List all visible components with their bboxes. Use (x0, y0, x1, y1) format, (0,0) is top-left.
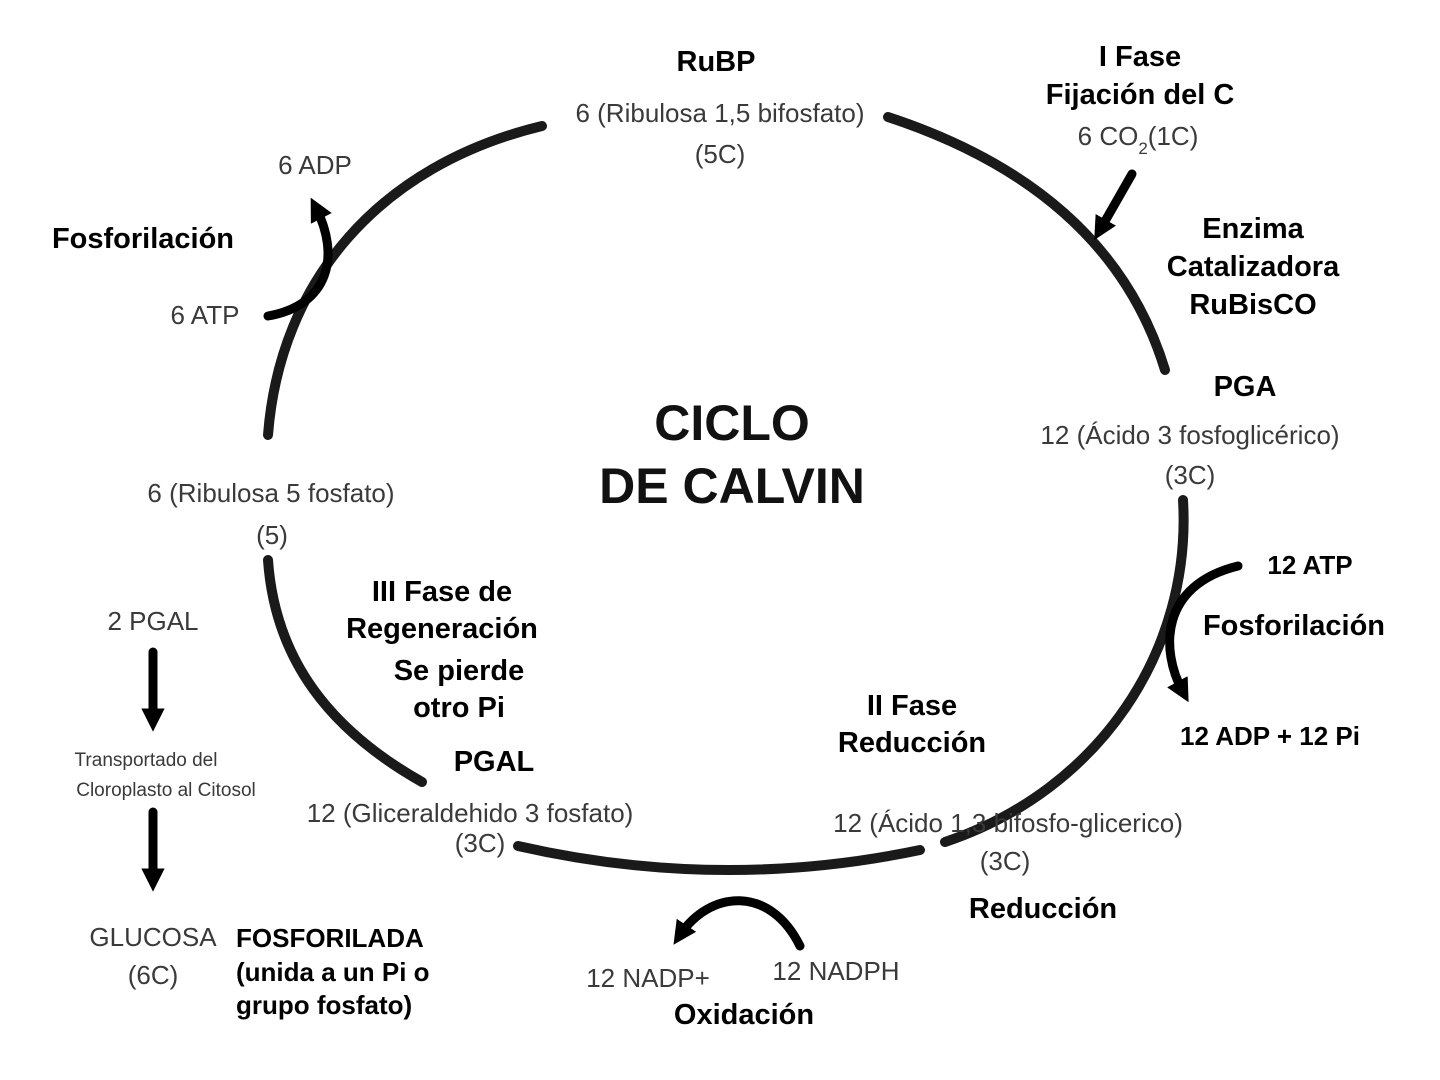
ru5p-carbons: (5) (256, 520, 288, 550)
adp-pi-label: 12 ADP + 12 Pi (1180, 721, 1360, 751)
phase2-subtitle: Reducción (838, 727, 986, 759)
nadph-label: 12 NADPH (772, 956, 899, 986)
adp-6-label: 6 ADP (278, 150, 352, 180)
glucose-note-line1: FOSFORILADA (236, 923, 424, 953)
glucose-note-line3: grupo fosfato) (236, 990, 412, 1020)
cycle-arc-right (940, 495, 1189, 847)
pgal-2-label: 2 PGAL (107, 606, 198, 636)
cycle-title-line1: CICLO (654, 395, 810, 451)
phase3-line2: Regeneración (346, 613, 538, 645)
reduction-label: Reducción (969, 893, 1117, 925)
glucose-label: GLUCOSA (89, 922, 217, 952)
left-phosphorylation-label: Fosforilación (52, 223, 234, 255)
nadp-label: 12 NADP+ (586, 963, 710, 993)
atp-12-label: 12 ATP (1267, 550, 1352, 580)
transport-line1: Transportado del (75, 750, 218, 771)
glucose-carbons: (6C) (128, 960, 179, 990)
right-phosphorylation-arrow (1165, 561, 1243, 703)
left-phosphorylation-arrow (263, 197, 333, 321)
phase3-line4: otro Pi (413, 692, 505, 724)
cycle-arc-lower-left (263, 555, 427, 787)
pga-carbons: (3C) (1165, 460, 1216, 490)
phase3-line1: III Fase de (372, 576, 512, 608)
rubp-name: 6 (Ribulosa 1,5 bifosfato) (575, 98, 864, 128)
cycle-title-line2: DE CALVIN (599, 458, 865, 514)
pga-label: PGA (1214, 371, 1277, 403)
glucose-note-line2: (unida a un Pi o (236, 957, 430, 987)
ru5p-name: 6 (Ribulosa 5 fosfato) (147, 478, 394, 508)
pgal-name: 12 (Gliceraldehido 3 fosfato) (307, 798, 634, 828)
right-phosphorylation-label: Fosforilación (1203, 610, 1385, 642)
rubp-carbons: (5C) (695, 139, 746, 169)
enzyme-line3: RuBisCO (1189, 289, 1316, 321)
nadph-arrow (673, 896, 805, 951)
pga-name: 12 (Ácido 3 fosfoglicérico) (1040, 420, 1339, 450)
cycle-arc-upper-left (263, 121, 547, 440)
pgal-carbons: (3C) (455, 828, 506, 858)
phase2-title: II Fase (867, 690, 957, 722)
cycle-arc-top (883, 112, 1170, 375)
atp-6-label: 6 ATP (171, 300, 240, 330)
arrows (141, 169, 1243, 951)
bpg-carbons: (3C) (980, 846, 1031, 876)
oxidation-label: Oxidación (674, 999, 814, 1031)
enzyme-line2: Catalizadora (1167, 251, 1340, 283)
enzyme-line1: Enzima (1202, 213, 1304, 245)
cycle-ring (263, 112, 1189, 876)
phase1-title: I Fase (1099, 41, 1181, 73)
bpg-name: 12 (Ácido 1,3 bifosfo-glicerico) (833, 808, 1183, 838)
co2-arrow (1094, 169, 1137, 241)
rubp-label: RuBP (677, 46, 756, 78)
phase1-subtitle: Fijación del C (1046, 79, 1235, 111)
phase3-line3: Se pierde (394, 655, 525, 687)
pgal-label: PGAL (454, 746, 535, 778)
transport-line2: Cloroplasto al Citosol (76, 780, 256, 801)
cycle-arc-bottom (513, 841, 925, 876)
co2-label: 6 CO2(1C) (1078, 121, 1199, 158)
